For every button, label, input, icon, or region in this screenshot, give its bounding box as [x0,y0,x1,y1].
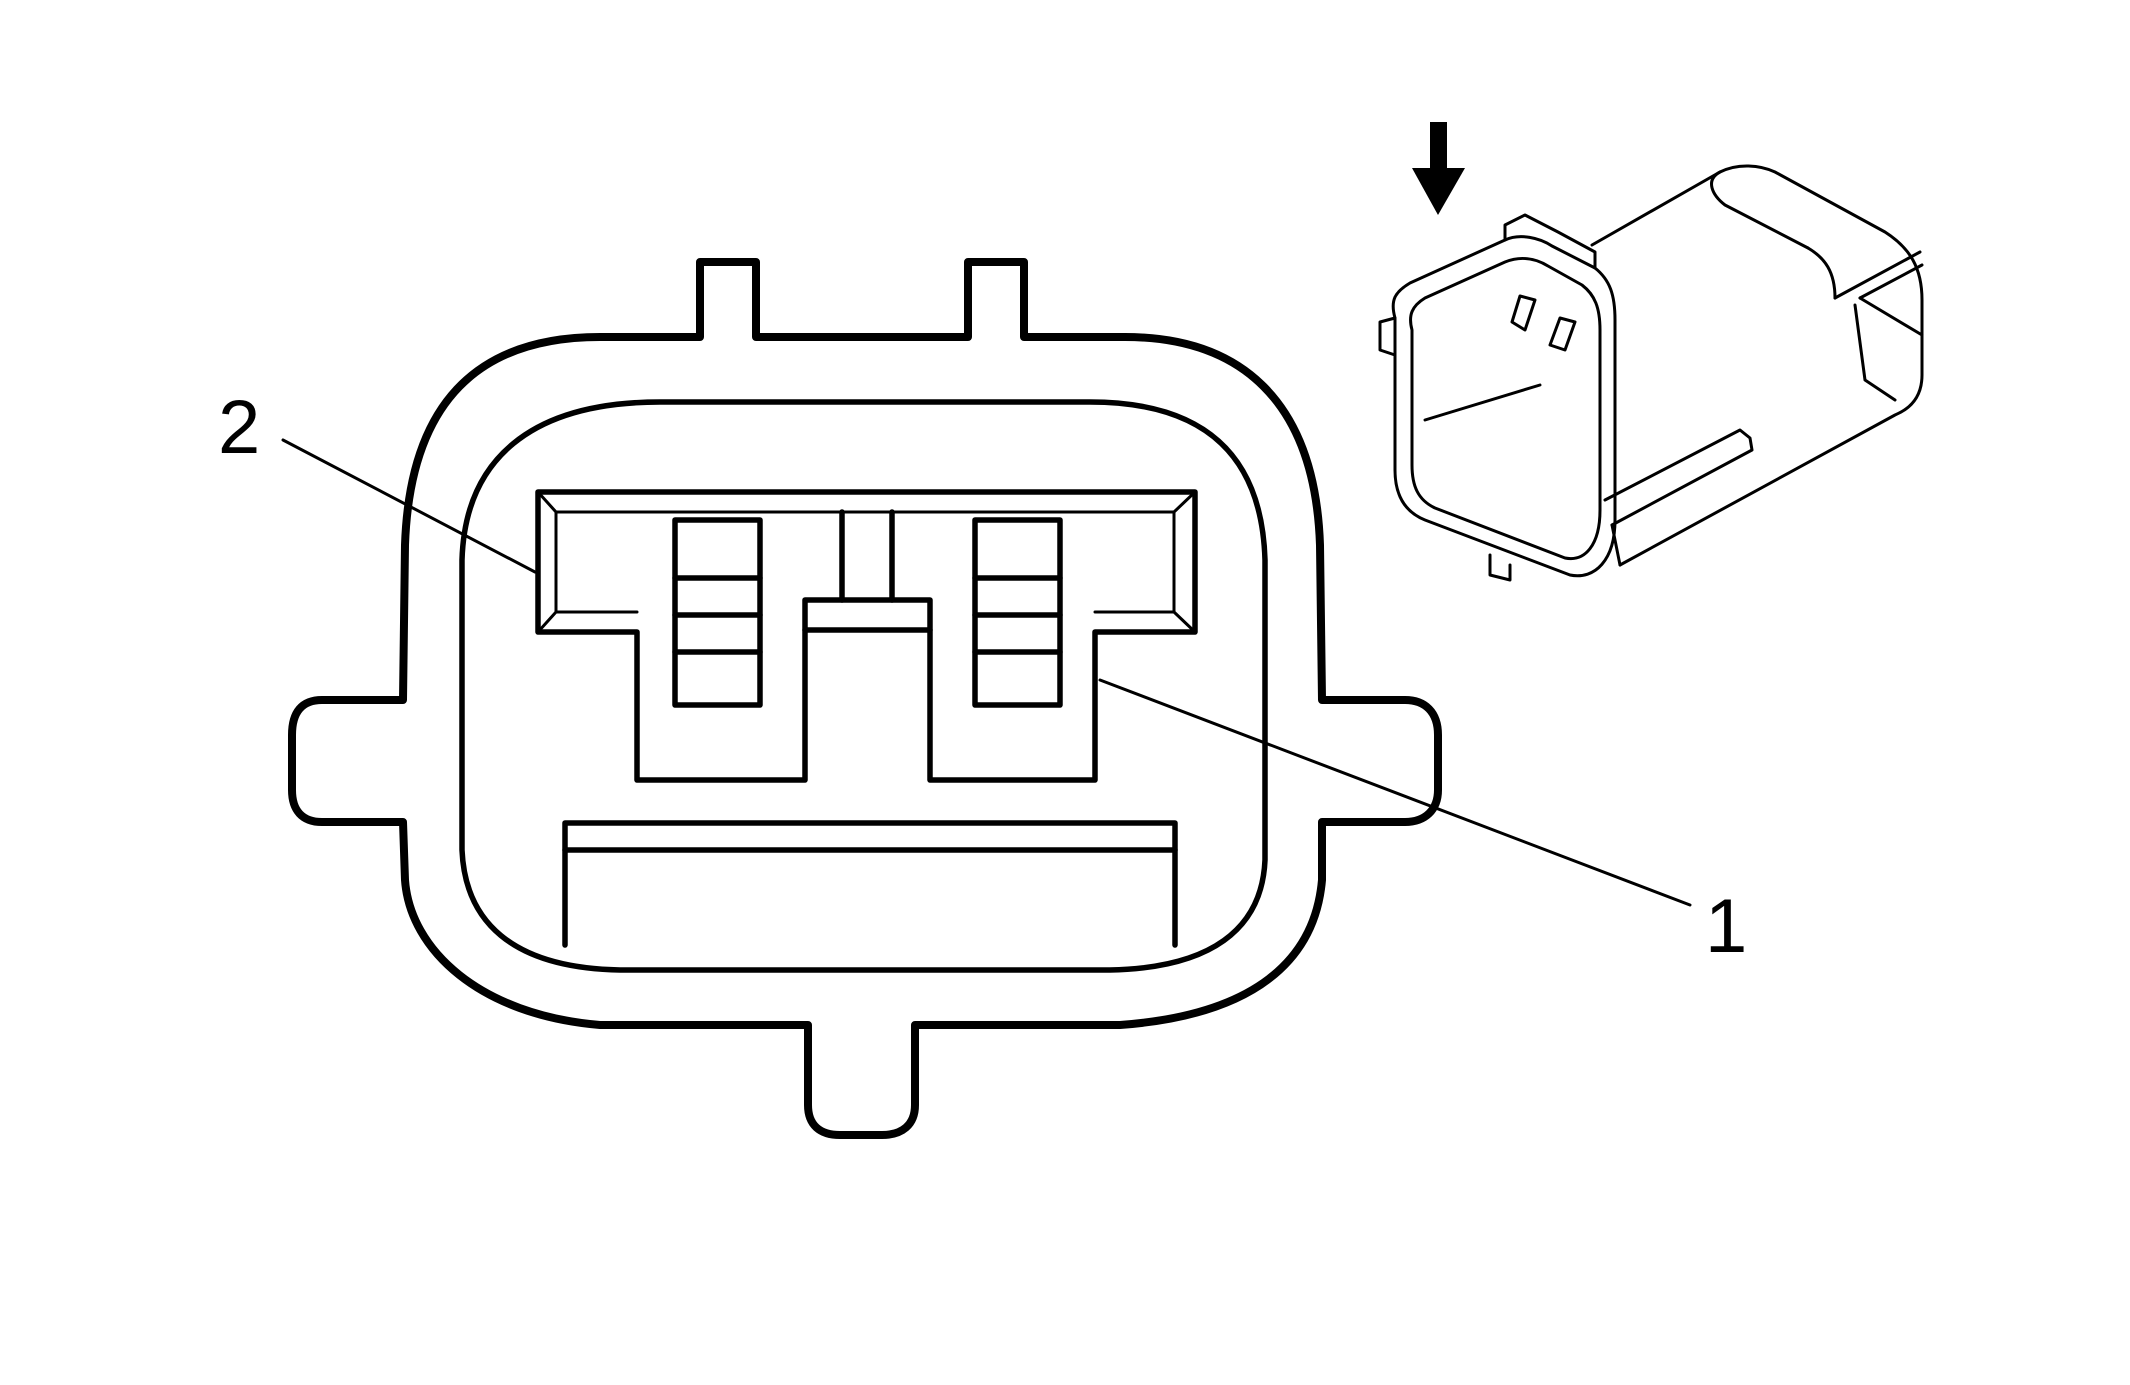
side-rail [1603,428,1754,527]
leader-line-1 [1098,678,1692,907]
terminal-cavity-2 [672,517,763,708]
lower-key-rib [562,820,1178,948]
terminal-retainer-outline [535,489,1198,783]
terminal-cavity-1 [972,517,1063,708]
terminal-retainer-inner [554,510,1176,614]
connector-isometric-view [1378,164,1924,582]
leader-line-2 [281,438,537,574]
down-arrow-icon [1412,122,1465,215]
callout-1: 1 [1098,678,1747,969]
outer-housing-outline [288,258,1442,1139]
connector-face-view [288,258,1442,1139]
front-shroud-outer [1391,235,1617,578]
rear-body-outline [1590,164,1924,567]
front-shroud-inner [1409,257,1602,561]
center-bridge [802,597,933,633]
latch-mark [1548,316,1577,352]
callout-2: 2 [218,385,537,574]
callout-label-1: 1 [1705,884,1747,969]
latch-mark [1510,294,1537,332]
callout-label-2: 2 [218,385,260,470]
inner-opening-outline [459,399,1268,973]
